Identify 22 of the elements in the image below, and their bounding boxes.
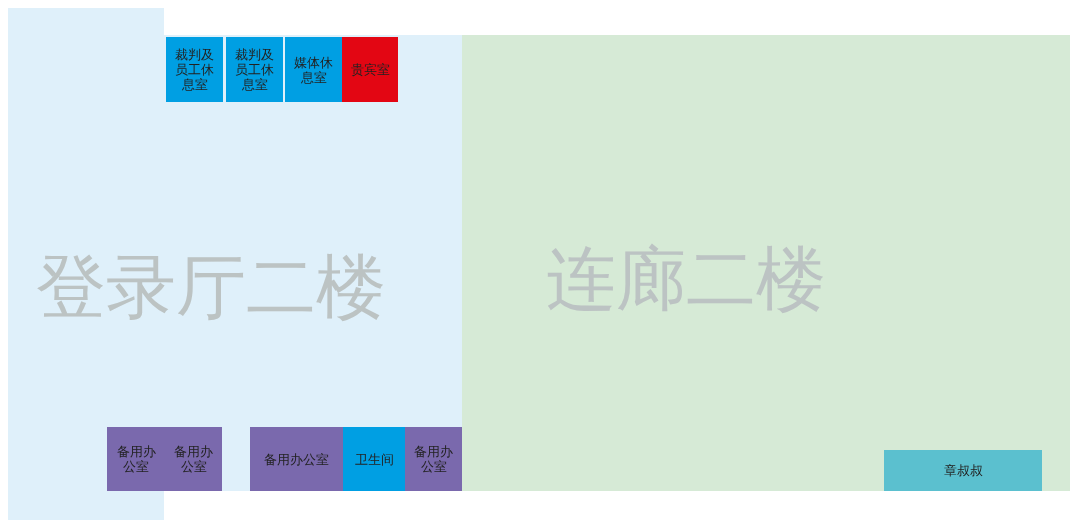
room-label: 媒体休息室 xyxy=(293,54,334,85)
room xyxy=(342,37,398,102)
room xyxy=(107,427,165,491)
room xyxy=(226,37,283,102)
room-label: 裁判及员工休息室 xyxy=(234,47,275,92)
room xyxy=(343,427,405,491)
room xyxy=(166,37,223,102)
room-label: 备用办公室 xyxy=(173,444,214,474)
room-label: 裁判及员工休息室 xyxy=(174,47,215,92)
room-label: 备用办公室 xyxy=(413,444,454,474)
floor-area xyxy=(8,8,462,520)
room-label: 备用办公室 xyxy=(264,451,329,467)
room-label: 章叔叔 xyxy=(943,463,983,478)
room xyxy=(405,427,462,491)
floor-area xyxy=(462,35,1070,491)
room xyxy=(884,450,1042,491)
room xyxy=(250,427,343,491)
room-label: 备用办公室 xyxy=(115,444,157,474)
room-label: 卫生间 xyxy=(354,451,394,467)
room-label: 贵宾室 xyxy=(350,62,390,77)
room xyxy=(165,427,222,491)
room xyxy=(285,37,342,102)
